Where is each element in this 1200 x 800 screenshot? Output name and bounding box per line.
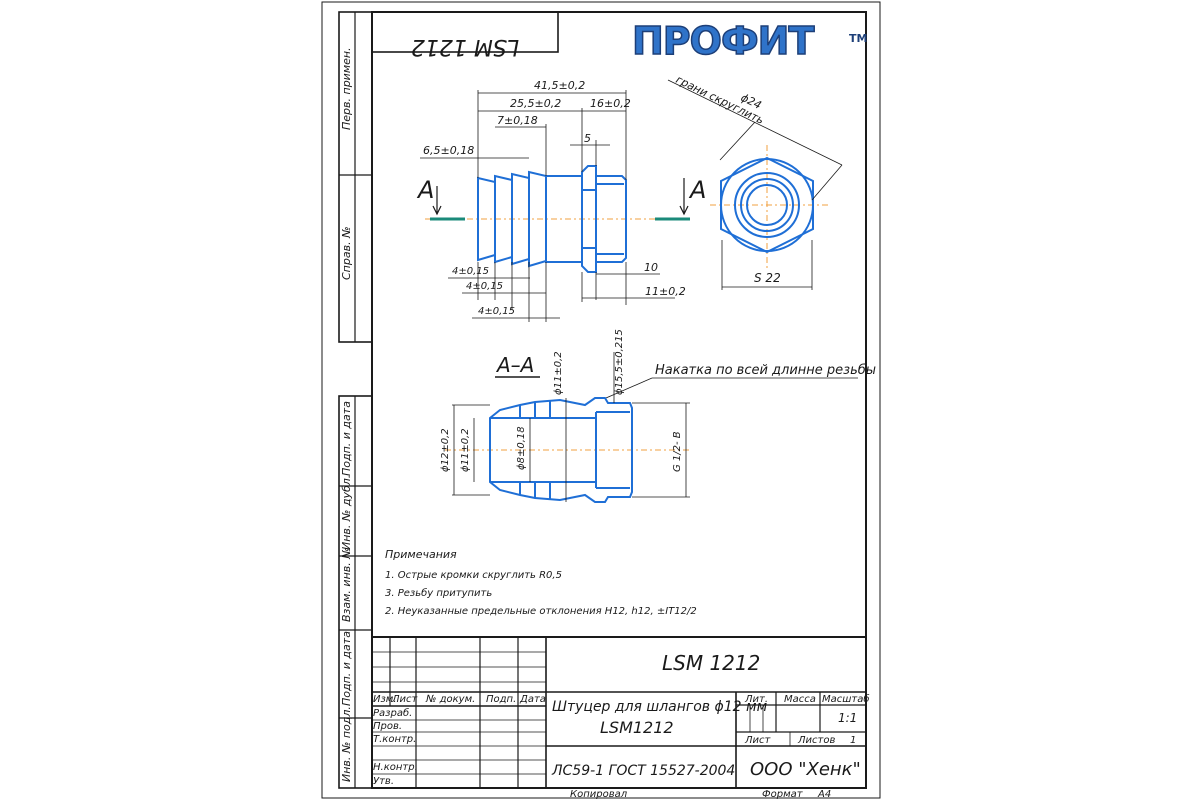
brand-tm: TM bbox=[849, 32, 867, 45]
dim-25-5: 25,5±0,2 bbox=[510, 97, 561, 110]
dim-10: 10 bbox=[644, 261, 658, 274]
tb-col-lit: Лит. bbox=[744, 694, 768, 705]
section-mark-right: А bbox=[688, 176, 706, 204]
side-label-vzam: Взам. инв. № bbox=[340, 547, 353, 622]
section-title: А–А bbox=[495, 353, 534, 377]
tb-head-doc: № докум. bbox=[425, 694, 475, 705]
side-label-perv: Перв. примен. bbox=[340, 47, 353, 130]
tb-row-razrab: Разраб. bbox=[373, 707, 412, 719]
top-stamp-code: LSM 1212 bbox=[411, 34, 519, 59]
top-stamp-box bbox=[371, 11, 559, 53]
dim-11: 11±0,2 bbox=[645, 285, 686, 298]
brand-logo: ПРОФИТ TM bbox=[631, 18, 867, 64]
note-2: 3. Резьбу притупить bbox=[385, 587, 492, 599]
side-label-sprav: Справ. № bbox=[340, 226, 353, 280]
dim-4-c: 4±0,15 bbox=[478, 306, 515, 317]
dim-4-b: 4±0,15 bbox=[466, 281, 503, 292]
tb-sheets-count: 1 bbox=[850, 735, 856, 746]
tb-name-1: Штуцер для шлангов ϕ12 мм bbox=[552, 699, 768, 715]
note-3: 2. Неуказанные предельные отклонения H12… bbox=[385, 606, 697, 617]
side-label-inv-podl: Инв. № подл. bbox=[340, 706, 353, 782]
dim-5: 5 bbox=[584, 132, 591, 145]
dim-8: ϕ8±0,18 bbox=[516, 426, 527, 470]
tb-scale: 1:1 bbox=[838, 711, 857, 725]
title-block: LSM 1212 Изм. Лист № докум. Подп. Дата Р… bbox=[371, 636, 870, 800]
tb-sheet-label: Лист bbox=[744, 735, 772, 746]
dim-11-sec: ϕ11±0,2 bbox=[553, 351, 564, 395]
front-view: А А bbox=[416, 165, 706, 273]
dim-4-a: 4±0,15 bbox=[452, 266, 489, 277]
brand-name: ПРОФИТ bbox=[632, 19, 814, 63]
tb-code: LSM 1212 bbox=[662, 651, 760, 675]
tb-row-prov: Пров. bbox=[373, 721, 402, 732]
dim-16: 16±0,2 bbox=[590, 97, 631, 110]
dim-11-left: ϕ11±0,2 bbox=[460, 428, 471, 472]
tb-format: А4 bbox=[817, 789, 831, 800]
tb-format-label: Формат bbox=[762, 789, 804, 800]
knurl-note: Накатка по всей длинне резьбы bbox=[655, 363, 876, 378]
side-label-podp-1: Подп. и дата bbox=[340, 401, 353, 476]
tb-row-utv: Утв. bbox=[373, 776, 394, 787]
tb-head-sign: Подп. bbox=[486, 694, 516, 705]
tb-row-nkontr: Н.контр. bbox=[373, 762, 418, 773]
tb-copied: Копировал bbox=[570, 789, 628, 800]
sheet-edge bbox=[321, 1, 881, 799]
tb-row-tkontr: Т.контр. bbox=[373, 734, 416, 745]
side-strip: Перв. примен. Справ. № Подп. и дата Инв.… bbox=[338, 11, 373, 789]
tb-col-scale: Масштаб bbox=[822, 693, 870, 705]
dim-41-5: 41,5±0,2 bbox=[534, 79, 585, 92]
tb-material: ЛС59-1 ГОСТ 15527-2004 bbox=[551, 763, 735, 779]
dim-7: 7±0,18 bbox=[497, 114, 538, 127]
tb-head-date: Дата bbox=[519, 694, 546, 705]
notes-title: Примечания bbox=[385, 548, 457, 561]
front-dimensions: 41,5±0,2 25,5±0,2 16±0,2 7±0,18 5 6,5±0,… bbox=[420, 79, 686, 322]
side-label-inv-dubl: Инв. № дубл. bbox=[340, 475, 353, 550]
side-label-podp-2: Подп. и дата bbox=[340, 631, 353, 706]
tb-sheets-label: Листов bbox=[797, 735, 835, 746]
dim-12: ϕ12±0,2 bbox=[440, 428, 451, 472]
dim-6-5: 6,5±0,18 bbox=[423, 144, 474, 157]
note-1: 1. Острые кромки скруглить R0,5 bbox=[385, 570, 562, 581]
tb-head-list: Лист bbox=[391, 694, 419, 705]
dim-15-5: ϕ15,5±0,215 bbox=[614, 329, 625, 395]
tb-company: ООО "Хенк" bbox=[750, 759, 861, 780]
tb-col-mass: Масса bbox=[784, 694, 816, 705]
tb-name-2: LSM1212 bbox=[600, 718, 674, 737]
section-view: А–А Накатка по всей длинне резьбы ϕ12±0,… bbox=[440, 329, 876, 503]
dim-s22: S 22 bbox=[754, 271, 781, 285]
tb-head-izm: Изм. bbox=[373, 694, 397, 705]
notes: Примечания 1. Острые кромки скруглить R0… bbox=[385, 548, 697, 617]
section-mark-left: А bbox=[416, 176, 434, 204]
dim-thread: G 1/2- B bbox=[672, 431, 683, 472]
drawing-frame bbox=[371, 11, 867, 789]
